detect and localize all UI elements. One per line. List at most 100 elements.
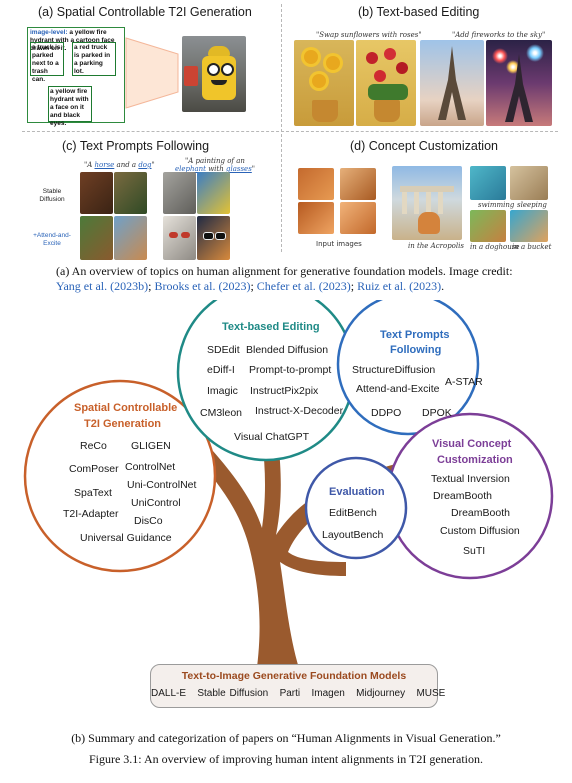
- foundation-item: Imagen: [311, 688, 345, 699]
- prompts-item: StructureDiffusion: [352, 364, 436, 376]
- hydrant-photo: [182, 36, 246, 112]
- eiffel-original-image: [420, 40, 484, 126]
- prompts-item: DPOK: [422, 407, 452, 419]
- row-label-attend-excite: +Attend-and-Excite: [33, 232, 71, 247]
- editing-item: CM3leon: [200, 407, 243, 419]
- spatial-item: ComPoser: [69, 463, 119, 475]
- spatial-item: T2I-Adapter: [63, 508, 119, 520]
- spatial-item: UniControl: [131, 497, 181, 509]
- spatial-title-line2: T2I Generation: [84, 418, 162, 430]
- editing-item: Instruct-X-Decoder: [255, 405, 344, 417]
- panel-divider-vertical: [281, 4, 282, 252]
- layout-canvas: image-level: a yellow fire hydrant with …: [27, 27, 125, 127]
- foundation-models-box: Text-to-Image Generative Foundation Mode…: [150, 664, 445, 708]
- sd-elephant-image-2: [197, 172, 230, 214]
- foundation-item: Stable Diffusion: [197, 688, 269, 699]
- panel-c-title: (c) Text Prompts Following: [62, 139, 210, 153]
- spatial-title-line1: Spatial Controllable: [74, 402, 178, 414]
- corgi-acropolis-image: [392, 166, 462, 240]
- figure-caption: Figure 3.1: An overview of improving hum…: [88, 752, 484, 766]
- circle-prompts: [336, 300, 480, 436]
- foundation-item: DALL-E: [151, 688, 187, 699]
- evaluation-item: LayoutBench: [322, 529, 384, 541]
- spatial-item: SpaText: [74, 487, 112, 499]
- corgi-swimming-image: [470, 166, 506, 200]
- eiffel-fireworks-image: [486, 40, 552, 126]
- corgi-input-4: [340, 202, 376, 234]
- ref-ruiz[interactable]: Ruiz et al. (2023): [357, 279, 442, 293]
- concept-title-line2: Customization: [437, 454, 513, 466]
- concept-item: Textual Inversion: [431, 473, 510, 485]
- editing-item: eDiff-I: [207, 364, 235, 376]
- model-funnel-shape: [125, 37, 179, 109]
- caption-a: (a) An overview of topics on human align…: [56, 264, 513, 293]
- panel-b-title: (b) Text-based Editing: [358, 5, 480, 19]
- editing-item: InstructPix2pix: [250, 385, 319, 397]
- ref-yang[interactable]: Yang et al. (2023b): [56, 279, 149, 293]
- ae-elephant-glasses-image-1: [163, 216, 196, 260]
- concept-item: SuTI: [463, 545, 486, 557]
- concept-item: DreamBooth: [433, 490, 492, 502]
- concept-item: DreamBooth: [451, 507, 510, 519]
- spatial-item: ReCo: [80, 440, 107, 452]
- concept-item: Custom Diffusion: [440, 525, 520, 537]
- layout-box-hydrant: a yellow fire hydrant with a face on it …: [48, 86, 92, 127]
- evaluation-item: EditBench: [329, 507, 377, 519]
- panel-a-title: (a) Spatial Controllable T2I Generation: [38, 5, 252, 19]
- prompt-horse-dog: "A horse and a dog": [84, 161, 155, 169]
- editing-item: Blended Diffusion: [246, 344, 329, 356]
- caption-sleeping: sleeping: [517, 201, 547, 209]
- prompts-item: Attend-and-Excite: [356, 383, 440, 395]
- spatial-item: DisCo: [134, 515, 163, 527]
- caption-doghouse: in a doghouse: [470, 243, 520, 251]
- caption-b: (b) Summary and categorization of papers…: [71, 731, 501, 745]
- edit-prompt-1: "Swap sunflowers with roses": [316, 31, 422, 39]
- ae-elephant-glasses-image-2: [197, 216, 230, 260]
- prompts-item: DDPO: [371, 407, 402, 419]
- prompts-item: A-STAR: [445, 376, 483, 388]
- corgi-bucket-image: [510, 210, 548, 242]
- prompts-title-line2: Following: [390, 344, 442, 356]
- layout-box-truck: a truck is parked next to a trash can.: [30, 42, 64, 83]
- tree-diagram-svg: [23, 300, 554, 688]
- spatial-item: ControlNet: [125, 461, 176, 473]
- ae-horse-dog-image-2: [114, 216, 147, 260]
- foundation-title: Text-to-Image Generative Foundation Mode…: [181, 670, 407, 682]
- corgi-input-2: [340, 168, 376, 200]
- editing-item: Visual ChatGPT: [234, 431, 310, 443]
- sd-elephant-image-1: [163, 172, 196, 214]
- sd-horse-image-2: [114, 172, 147, 214]
- row-label-stable-diffusion: Stable Diffusion: [39, 188, 65, 203]
- prompts-title-line1: Text Prompts: [380, 329, 450, 341]
- caption-bucket: in a bucket: [512, 243, 552, 251]
- roses-image: [356, 40, 416, 126]
- spatial-item: Uni-ControlNet: [127, 479, 197, 491]
- spatial-item: Universal Guidance: [80, 532, 172, 544]
- editing-title: Text-based Editing: [222, 321, 320, 333]
- foundation-item: Parti: [279, 688, 301, 699]
- input-images-label: Input images: [316, 240, 362, 248]
- sunflowers-image: [294, 40, 354, 126]
- ref-chefer[interactable]: Chefer et al. (2023): [256, 279, 351, 293]
- corgi-input-3: [298, 202, 334, 234]
- layout-box-image-level: image-level: a yellow fire hydrant with …: [30, 29, 115, 52]
- ref-brooks[interactable]: Brooks et al. (2023): [154, 279, 251, 293]
- editing-item: Prompt-to-prompt: [249, 364, 332, 376]
- edit-prompt-2: "Add fireworks to the sky": [452, 31, 546, 39]
- foundation-item: MUSE: [416, 688, 446, 699]
- ae-horse-dog-image-1: [80, 216, 113, 260]
- foundation-item: Midjourney: [356, 688, 406, 699]
- panel-d-title: (d) Concept Customization: [350, 139, 498, 153]
- layout-box-red-truck: a red truck is parked in a parking lot.: [72, 42, 116, 76]
- circle-spatial: [23, 379, 217, 573]
- spatial-item: GLIGEN: [131, 440, 171, 452]
- caption-swimming: swimming: [478, 201, 515, 209]
- circle-evaluation: [304, 456, 408, 560]
- corgi-sleeping-image: [510, 166, 548, 200]
- corgi-input-1: [298, 168, 334, 200]
- editing-item: SDEdit: [207, 344, 240, 356]
- editing-item: Imagic: [207, 385, 238, 397]
- panel-divider-horizontal: [22, 131, 558, 132]
- corgi-doghouse-image: [470, 210, 506, 242]
